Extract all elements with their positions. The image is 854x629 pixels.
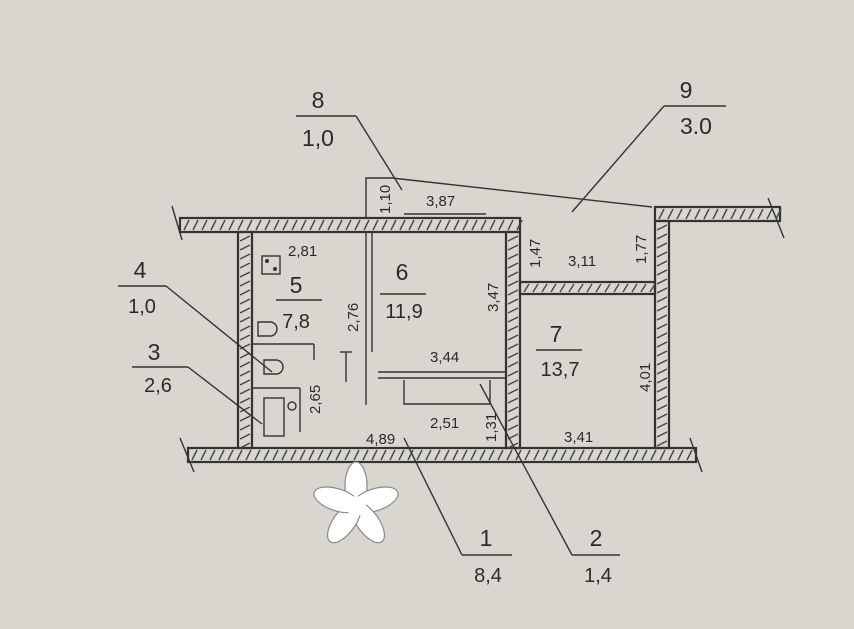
exterior-walls xyxy=(171,197,785,473)
leader-lines xyxy=(118,105,726,556)
dimension-label: 2,81 xyxy=(288,243,317,260)
dimension-label: 2,65 xyxy=(307,385,324,414)
room-9-area: 3.0 xyxy=(680,113,712,139)
room-5-number: 5 xyxy=(290,272,303,298)
room-9-number: 9 xyxy=(680,77,693,103)
dimension-label: 4,89 xyxy=(366,431,395,448)
dimension-label: 3,44 xyxy=(430,349,459,366)
room-4-number: 4 xyxy=(134,257,147,283)
dimension-label: 3,11 xyxy=(568,253,596,270)
room-1-area: 8,4 xyxy=(474,565,502,587)
plumbing-fixtures xyxy=(257,255,297,437)
dimension-label: 2,51 xyxy=(430,415,459,432)
room-3-area: 2,6 xyxy=(144,375,172,397)
room-7-number: 7 xyxy=(550,321,563,347)
room-1-number: 1 xyxy=(480,525,493,551)
room-8-area: 1,0 xyxy=(302,125,334,151)
dimension-label: 1,47 xyxy=(527,239,544,268)
dimension-label: 3,87 xyxy=(426,193,455,210)
room-6-area: 11,9 xyxy=(385,301,422,323)
dimension-label: 3,47 xyxy=(485,283,502,312)
room-3-number: 3 xyxy=(148,339,161,365)
asterisk-logo-icon xyxy=(313,461,399,544)
room-4-area: 1,0 xyxy=(128,296,156,318)
balcony-outline xyxy=(365,177,653,218)
room-2-number: 2 xyxy=(590,525,603,551)
room-6-number: 6 xyxy=(396,259,409,285)
room-5-area: 7,8 xyxy=(282,311,310,333)
dimension-label: 1,10 xyxy=(377,185,394,214)
dimension-label: 1,31 xyxy=(483,413,500,442)
dimension-label: 3,41 xyxy=(564,429,593,446)
room-2-area: 1,4 xyxy=(584,565,612,587)
room-8-number: 8 xyxy=(312,87,325,113)
room-7-area: 13,7 xyxy=(541,359,580,381)
dimension-label: 2,76 xyxy=(345,303,362,332)
dimension-label: 4,01 xyxy=(637,363,654,392)
dimension-label: 1,77 xyxy=(633,235,650,264)
wall-hatching xyxy=(183,208,782,461)
